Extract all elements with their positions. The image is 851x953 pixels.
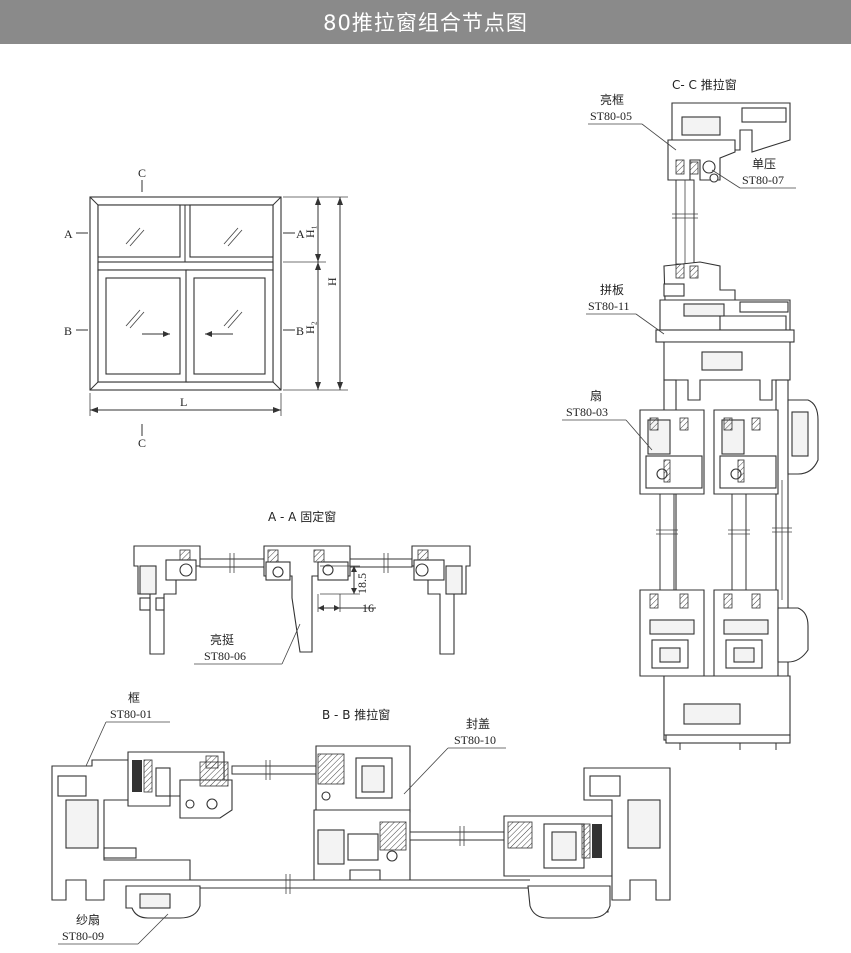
cc-section bbox=[639, 102, 819, 750]
window-elevation bbox=[76, 180, 348, 436]
callout-kuang-code: ST80-01 bbox=[110, 707, 152, 721]
cc-section-title: C- C 推拉窗 bbox=[672, 77, 737, 92]
callout-shan-code: ST80-03 bbox=[566, 405, 608, 419]
mark-c-bottom: C bbox=[138, 436, 146, 450]
callout-fenggai-name: 封盖 bbox=[466, 717, 490, 731]
callout-danya-code: ST80-07 bbox=[742, 173, 784, 187]
callout-shashan-name: 纱扇 bbox=[76, 912, 100, 927]
bb-section-title: B - B 推拉窗 bbox=[322, 707, 390, 722]
bb-section bbox=[51, 745, 671, 919]
dim-16: 16 bbox=[362, 601, 374, 615]
callout-leaders bbox=[58, 123, 796, 945]
mark-a-left: A bbox=[64, 227, 73, 241]
aa-section bbox=[133, 545, 471, 655]
dim-18-5: 18.5 bbox=[355, 573, 369, 594]
callout-liangting-code: ST80-06 bbox=[204, 649, 246, 663]
mark-a-right: A bbox=[296, 227, 305, 241]
callout-fenggai-code: ST80-10 bbox=[454, 733, 496, 747]
callout-shashan-code: ST80-09 bbox=[62, 929, 104, 943]
callout-danya-name: 单压 bbox=[752, 157, 776, 171]
callout-pinban-name: 拼板 bbox=[600, 283, 624, 297]
mark-c-top: C bbox=[138, 166, 146, 180]
aa-section-title: A - A 固定窗 bbox=[268, 509, 336, 524]
dim-l-label: L bbox=[180, 395, 187, 409]
callout-pinban-code: ST80-11 bbox=[588, 299, 630, 313]
mark-b-right: B bbox=[296, 324, 304, 338]
technical-drawing: C C A A B B H₁ H H₂ L C- C 推拉窗 bbox=[51, 77, 819, 945]
callout-kuang-name: 框 bbox=[128, 691, 140, 705]
dim-h2-label: H₂ bbox=[303, 321, 317, 334]
callout-shan-name: 扇 bbox=[590, 388, 602, 403]
callout-liangkuang-name: 亮框 bbox=[600, 92, 624, 107]
callout-liangkuang-code: ST80-05 bbox=[590, 109, 632, 123]
dim-h1-label: H₁ bbox=[303, 225, 317, 238]
dim-h-label: H bbox=[325, 277, 339, 286]
callout-liangting-name: 亮挺 bbox=[210, 632, 234, 647]
mark-b-left: B bbox=[64, 324, 72, 338]
page-title-banner: 80推拉窗组合节点图 bbox=[0, 0, 851, 44]
page-title: 80推拉窗组合节点图 bbox=[323, 11, 528, 35]
